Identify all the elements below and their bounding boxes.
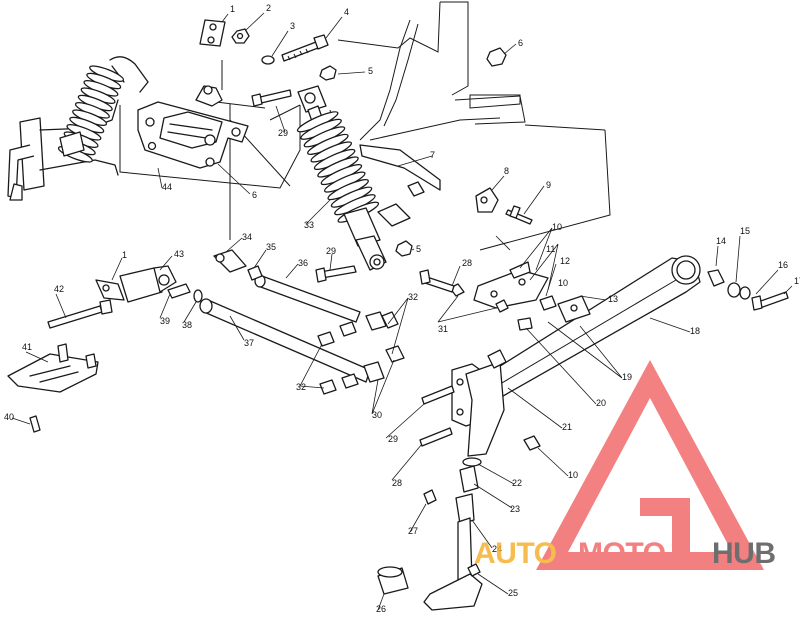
flange-nut-6 xyxy=(486,47,507,67)
watermark-word-moto: MOTO xyxy=(578,537,666,570)
callout-26: 26 xyxy=(376,604,386,614)
callout-9: 9 xyxy=(546,180,551,190)
long-bolt-42 xyxy=(47,299,113,329)
callout-40: 40 xyxy=(4,412,14,422)
callout-2: 2 xyxy=(266,3,271,13)
callout-32: 32 xyxy=(408,292,418,302)
left-link-hardware xyxy=(95,265,203,303)
callout-12: 12 xyxy=(560,256,570,266)
shock-upper-bolt xyxy=(251,89,292,107)
callout-44: 44 xyxy=(162,182,172,192)
callout-10: 10 xyxy=(568,470,578,480)
watermark-triangle-logo xyxy=(536,360,764,570)
callout-19: 19 xyxy=(622,372,632,382)
callout-31: 31 xyxy=(438,324,448,334)
callout-11: 11 xyxy=(546,244,555,254)
callout-36: 36 xyxy=(298,258,308,268)
callout-24: 24 xyxy=(492,544,502,554)
callout-27: 27 xyxy=(408,526,418,536)
callout-1: 1 xyxy=(122,250,127,260)
top-link-plate xyxy=(199,19,250,47)
callout-34: 34 xyxy=(242,232,252,242)
callout-35: 35 xyxy=(266,242,276,252)
callout-numbers: 1123455667891010101112131415161718192021… xyxy=(4,3,800,614)
callout-29: 29 xyxy=(278,128,288,138)
callout-7: 7 xyxy=(430,150,435,160)
callout-30: 30 xyxy=(372,410,382,420)
main-coil-spring xyxy=(296,111,380,223)
callout-20: 20 xyxy=(596,398,606,408)
callout-33: 33 xyxy=(304,220,314,230)
tie-rods xyxy=(199,274,465,395)
hex-nuts xyxy=(319,65,413,257)
watermark-word-auto: AUTO xyxy=(474,537,557,570)
callout-29: 29 xyxy=(326,246,336,256)
callout-6: 6 xyxy=(518,38,523,48)
spindle-bracket xyxy=(419,349,507,467)
callout-21: 21 xyxy=(562,422,572,432)
callout-23: 23 xyxy=(510,504,520,514)
callout-4: 4 xyxy=(344,7,349,17)
callout-39: 39 xyxy=(160,316,170,326)
callout-5: 5 xyxy=(368,66,373,76)
tie-rod-ends xyxy=(213,249,455,293)
shock-mount-bracket xyxy=(137,85,249,169)
callout-29: 29 xyxy=(388,434,398,444)
skid-plate-41 xyxy=(7,343,99,393)
callout-14: 14 xyxy=(716,236,726,246)
leader-lines xyxy=(11,12,793,611)
callout-38: 38 xyxy=(182,320,192,330)
callout-25: 25 xyxy=(508,588,518,598)
callout-16: 16 xyxy=(778,260,788,270)
callout-32: 32 xyxy=(296,382,306,392)
left-suspension-assembly xyxy=(7,56,149,201)
callout-10: 10 xyxy=(558,278,568,288)
callout-28: 28 xyxy=(392,478,402,488)
a-arm-pivot-hardware xyxy=(707,269,789,311)
callout-15: 15 xyxy=(740,226,750,236)
callout-5: 5 xyxy=(416,244,421,254)
spindle-bushing xyxy=(377,563,481,595)
callout-28: 28 xyxy=(462,258,472,268)
callout-13: 13 xyxy=(608,294,618,304)
screw-40 xyxy=(29,415,41,433)
callout-37: 37 xyxy=(244,338,254,348)
automotohub-watermark: AUTO MOTO HUB xyxy=(474,360,776,570)
callout-6: 6 xyxy=(252,190,257,200)
callout-41: 41 xyxy=(22,342,32,352)
callout-18: 18 xyxy=(690,326,700,336)
callout-3: 3 xyxy=(290,21,295,31)
callout-22: 22 xyxy=(512,478,522,488)
callout-42: 42 xyxy=(54,284,64,294)
upper-bolt xyxy=(261,34,329,65)
swaybar-bracket xyxy=(473,261,557,313)
watermark-word-hub: HUB xyxy=(712,537,776,570)
callout-8: 8 xyxy=(504,166,509,176)
callout-10: 10 xyxy=(552,222,562,232)
callout-43: 43 xyxy=(174,249,184,259)
callout-1: 1 xyxy=(230,4,235,14)
lower-a-arm xyxy=(477,255,701,401)
callout-17: 17 xyxy=(794,276,800,286)
main-shock-absorber xyxy=(296,85,387,271)
ski-spindle xyxy=(423,435,541,611)
swaybar-link-parts xyxy=(359,144,533,227)
